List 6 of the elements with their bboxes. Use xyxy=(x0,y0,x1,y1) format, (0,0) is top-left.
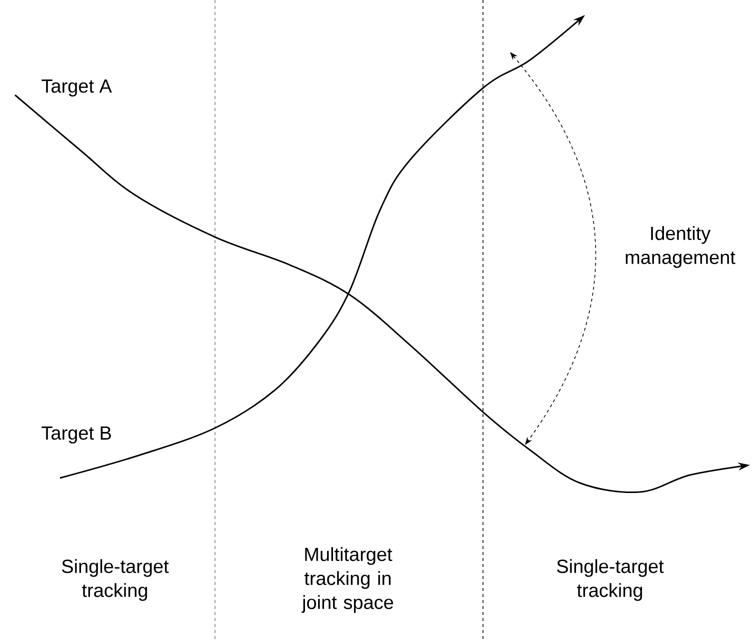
region-label: Single-target tracking xyxy=(62,559,169,601)
region-label: Single-target tracking xyxy=(557,559,664,601)
region-label: Multitarget tracking in joint space xyxy=(302,547,394,613)
curve-label: Target A xyxy=(42,80,112,96)
curve-label: Target B xyxy=(42,426,111,444)
annotation-label: Identity management xyxy=(626,226,736,268)
